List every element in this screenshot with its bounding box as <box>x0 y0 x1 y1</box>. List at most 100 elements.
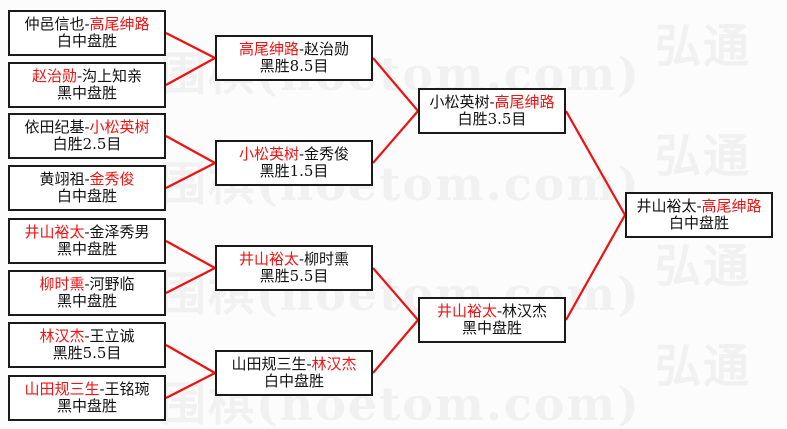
player-right: 高尾绅路 <box>701 197 762 216</box>
watermark-text: 弘通 <box>655 239 751 293</box>
player-left: 林汉杰 <box>39 327 85 346</box>
match-players: 山田规三生-林汉杰 <box>231 356 356 373</box>
player-left: 井山裕太 <box>238 250 299 269</box>
match-result: 黑胜1.5目 <box>259 162 329 180</box>
match-box[interactable]: 赵治勋-沟上知亲黑中盘胜 <box>8 62 166 108</box>
connector-line <box>565 110 626 216</box>
match-players: 高尾绅路-赵治勋 <box>239 41 349 58</box>
connector-line <box>372 110 419 164</box>
match-players: 井山裕太-高尾绅路 <box>636 198 761 215</box>
player-separator: - <box>84 223 90 242</box>
player-separator: - <box>84 327 90 346</box>
match-result: 黑中盘胜 <box>56 397 117 415</box>
player-left: 柳时熏 <box>39 275 85 294</box>
player-separator: - <box>489 93 495 112</box>
match-box[interactable]: 林汉杰-王立诚黑胜5.5目 <box>8 322 166 368</box>
match-box[interactable]: 黄翊祖-金秀俊白中盘胜 <box>8 165 166 211</box>
watermark-text: 弘通 <box>655 19 751 73</box>
player-separator: - <box>84 118 90 137</box>
match-result: 黑胜5.5目 <box>259 267 329 285</box>
player-left: 赵治勋 <box>31 67 77 86</box>
match-players: 小松英树-高尾绅路 <box>429 94 554 111</box>
match-result: 黑中盘胜 <box>56 292 117 310</box>
match-box[interactable]: 依田纪基-小松英树白胜2.5目 <box>8 113 166 159</box>
match-box[interactable]: 高尾绅路-赵治勋黑胜8.5目 <box>215 35 373 81</box>
player-separator: - <box>84 275 90 294</box>
player-separator: - <box>306 355 312 374</box>
player-left: 依田纪基 <box>24 118 85 137</box>
player-left: 井山裕太 <box>24 223 85 242</box>
match-players: 赵治勋-沟上知亲 <box>32 68 142 85</box>
match-players: 林汉杰-王立诚 <box>39 328 134 345</box>
match-box[interactable]: 山田规三生-王铭琬黑中盘胜 <box>8 375 166 421</box>
match-box[interactable]: 小松英树-金秀俊黑胜1.5目 <box>215 140 373 186</box>
match-players: 黄翊祖-金秀俊 <box>39 171 134 188</box>
player-right: 河野临 <box>89 275 135 294</box>
match-box[interactable]: 仲邑信也-高尾绅路白中盘胜 <box>8 10 166 56</box>
connector-line <box>165 344 216 374</box>
player-separator: - <box>298 145 305 164</box>
connector-line <box>165 57 216 86</box>
match-players: 依田纪基-小松英树 <box>24 119 149 136</box>
player-right: 金秀俊 <box>89 170 135 189</box>
match-result: 黑中盘胜 <box>56 240 117 258</box>
player-left: 黄翊祖 <box>39 170 85 189</box>
watermark-text: 弘通 <box>655 339 751 393</box>
player-separator: - <box>496 302 503 321</box>
connector-line <box>165 135 216 164</box>
player-separator: - <box>99 380 105 399</box>
match-box[interactable]: 井山裕太-林汉杰黑中盘胜 <box>418 297 566 343</box>
connector-line <box>165 267 216 294</box>
match-result: 白中盘胜 <box>668 214 729 232</box>
connector-line <box>165 32 216 59</box>
player-separator: - <box>298 40 305 59</box>
match-result: 黑胜5.5目 <box>52 344 122 362</box>
player-left: 仲邑信也 <box>24 15 85 34</box>
player-left: 井山裕太 <box>436 302 497 321</box>
connector-line <box>165 372 216 399</box>
match-box[interactable]: 小松英树-高尾绅路白胜3.5目 <box>418 88 566 134</box>
player-right: 柳时熏 <box>304 250 350 269</box>
connector-line <box>372 57 419 112</box>
match-box[interactable]: 井山裕太-高尾绅路白中盘胜 <box>625 192 773 238</box>
player-right: 小松英树 <box>89 118 150 137</box>
player-right: 赵治勋 <box>304 40 350 59</box>
match-players: 井山裕太-林汉杰 <box>437 303 547 320</box>
match-result: 白胜2.5目 <box>52 135 122 153</box>
match-result: 白中盘胜 <box>56 187 117 205</box>
player-left: 山田规三生 <box>24 380 100 399</box>
match-box[interactable]: 山田规三生-林汉杰白中盘胜 <box>215 350 373 396</box>
match-box[interactable]: 柳时熏-河野临黑中盘胜 <box>8 270 166 316</box>
player-separator: - <box>696 197 702 216</box>
player-right: 林汉杰 <box>502 302 548 321</box>
player-separator: - <box>298 250 305 269</box>
match-players: 山田规三生-王铭琬 <box>24 381 149 398</box>
player-separator: - <box>76 67 83 86</box>
player-right: 高尾绅路 <box>494 93 555 112</box>
player-separator: - <box>84 15 90 34</box>
player-left: 小松英树 <box>238 145 299 164</box>
match-result: 黑中盘胜 <box>461 319 522 337</box>
player-right: 王铭琬 <box>104 380 150 399</box>
player-left: 井山裕太 <box>636 197 697 216</box>
match-players: 小松英树-金秀俊 <box>239 146 349 163</box>
match-players: 柳时熏-河野临 <box>39 276 134 293</box>
player-right: 金秀俊 <box>304 145 350 164</box>
match-box[interactable]: 井山裕太-金泽秀男黑中盘胜 <box>8 218 166 264</box>
player-right: 王立诚 <box>89 327 135 346</box>
player-right: 金泽秀男 <box>89 223 150 242</box>
match-result: 黑中盘胜 <box>56 84 117 102</box>
player-right: 沟上知亲 <box>82 67 143 86</box>
match-players: 仲邑信也-高尾绅路 <box>24 16 149 33</box>
connector-line <box>165 240 216 269</box>
player-left: 山田规三生 <box>231 355 307 374</box>
player-left: 小松英树 <box>429 93 490 112</box>
watermark-text: 弘通 <box>655 129 751 183</box>
match-players: 井山裕太-柳时熏 <box>239 251 349 268</box>
match-result: 白胜3.5目 <box>457 110 527 128</box>
connector-line <box>165 162 216 189</box>
player-right: 林汉杰 <box>311 355 357 374</box>
player-separator: - <box>84 170 90 189</box>
match-box[interactable]: 井山裕太-柳时熏黑胜5.5目 <box>215 245 373 291</box>
